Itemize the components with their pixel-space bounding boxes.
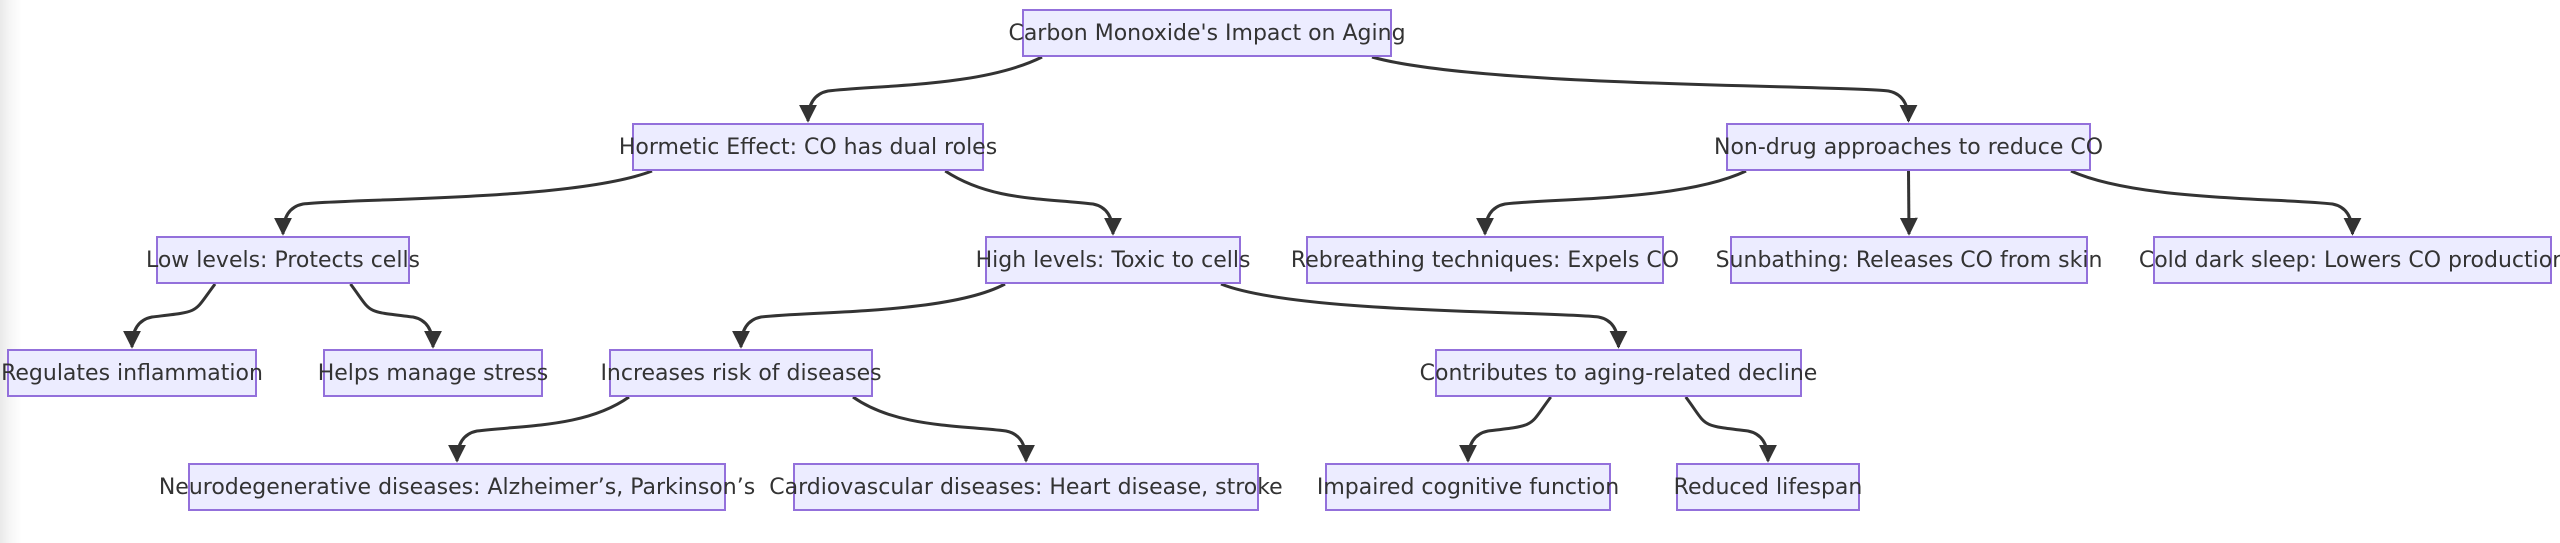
node-rebreathing: Rebreathing techniques: Expels CO [1291, 236, 1679, 284]
node-high-levels: High levels: Toxic to cells [976, 236, 1250, 284]
node-neurodegenerative: Neurodegenerative diseases: Alzheimer’s,… [159, 463, 755, 511]
edge-risk-to-cardio [852, 395, 1035, 463]
node-reduced-lifespan: Reduced lifespan [1674, 463, 1862, 511]
node-manage-stress: Helps manage stress [318, 349, 548, 397]
node-sunbathing: Sunbathing: Releases CO from skin [1716, 236, 2102, 284]
edge-low-to-stress [349, 283, 442, 349]
edge-low-to-inflammation [123, 283, 217, 349]
node-cardiovascular: Cardiovascular diseases: Heart disease, … [769, 463, 1283, 511]
node-disease-risk: Increases risk of diseases [600, 349, 882, 397]
edge-risk-to-neuro [448, 395, 630, 463]
node-root: Carbon Monoxide's Impact on Aging [1008, 9, 1406, 57]
node-low-levels: Low levels: Protects cells [146, 236, 420, 284]
edge-high-to-decline [1220, 282, 1628, 349]
edge-decline-to-cognitive [1459, 396, 1552, 463]
edge-nondrug-to-colddark [2070, 169, 2362, 236]
node-regulates-inflammation: Regulates inflammation [1, 349, 263, 397]
node-hormetic-effect: Hormetic Effect: CO has dual roles [619, 123, 997, 171]
edge-root-to-hormetic [799, 55, 1043, 123]
node-cold-dark-sleep: Cold dark sleep: Lowers CO production [2139, 236, 2560, 284]
node-cognitive-function: Impaired cognitive function [1317, 463, 1619, 511]
node-aging-decline: Contributes to aging-related decline [1420, 349, 1817, 397]
edge-high-to-risk [732, 282, 1006, 349]
edge-hormetic-to-high [944, 169, 1122, 236]
edge-nondrug-to-sunbathing [1899, 170, 1918, 236]
node-non-drug-approaches: Non-drug approaches to reduce CO [1714, 123, 2103, 171]
edge-root-to-nondrug [1371, 55, 1918, 123]
edge-decline-to-lifespan [1684, 396, 1777, 463]
edge-nondrug-to-rebreathing [1476, 169, 1747, 236]
edge-hormetic-to-low [274, 169, 653, 236]
